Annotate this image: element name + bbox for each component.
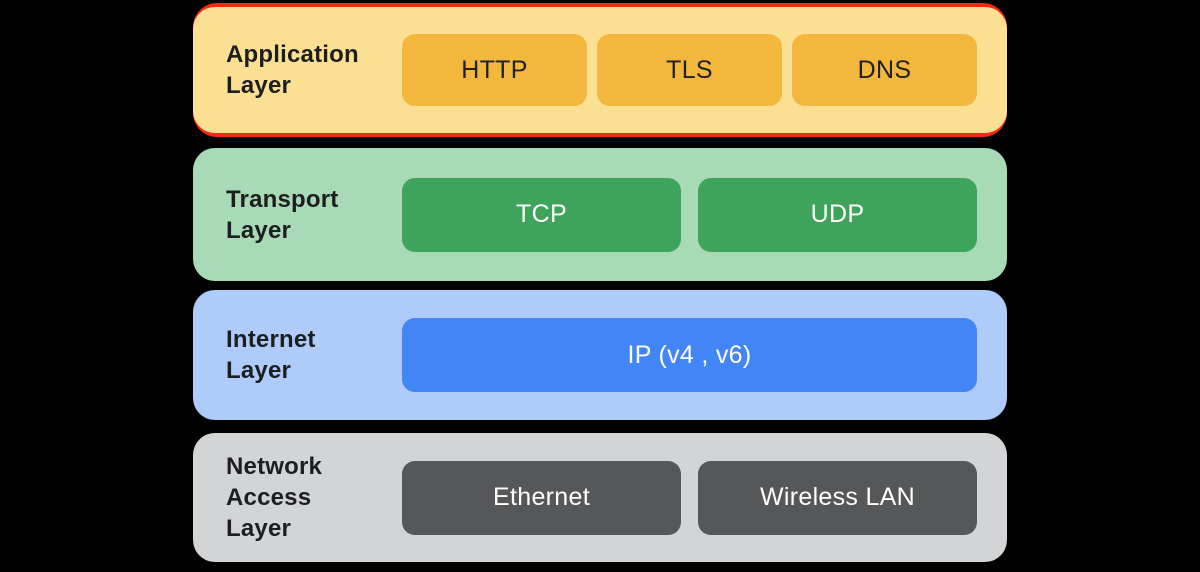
protocol-box-dns: DNS [792, 34, 977, 106]
protocol-box-tls: TLS [597, 34, 782, 106]
transport-layer-label: Transport Layer [226, 185, 339, 244]
application-layer-label: Application Layer [226, 41, 359, 99]
protocol-box-wireless-lan: Wireless LAN [698, 460, 977, 535]
protocol-box-udp: UDP [698, 177, 977, 252]
application-protocols: HTTP TLS DNS [402, 34, 977, 106]
network-access-layer-label: Network Access Layer [226, 453, 323, 542]
protocol-box-http: HTTP [402, 34, 587, 106]
protocol-box-ip: IP (v4 , v6) [402, 318, 977, 392]
application-layer-highlight-border: Application Layer HTTP TLS DNS [193, 3, 1007, 137]
layer-internet: Internet Layer IP (v4 , v6) [193, 290, 1007, 420]
internet-layer-label: Internet Layer [226, 326, 316, 384]
protocol-box-ethernet: Ethernet [402, 460, 681, 535]
layer-stack: Application Layer HTTP TLS DNS Transport… [193, 3, 1007, 562]
layer-transport: Transport Layer TCP UDP [193, 148, 1007, 281]
layer-network-access: Network Access Layer Ethernet Wireless L… [193, 433, 1007, 562]
internet-protocols: IP (v4 , v6) [402, 318, 977, 392]
layer-application: Application Layer HTTP TLS DNS [193, 7, 1007, 133]
protocol-box-tcp: TCP [402, 177, 681, 252]
transport-protocols: TCP UDP [402, 177, 977, 252]
network-access-protocols: Ethernet Wireless LAN [402, 460, 977, 535]
